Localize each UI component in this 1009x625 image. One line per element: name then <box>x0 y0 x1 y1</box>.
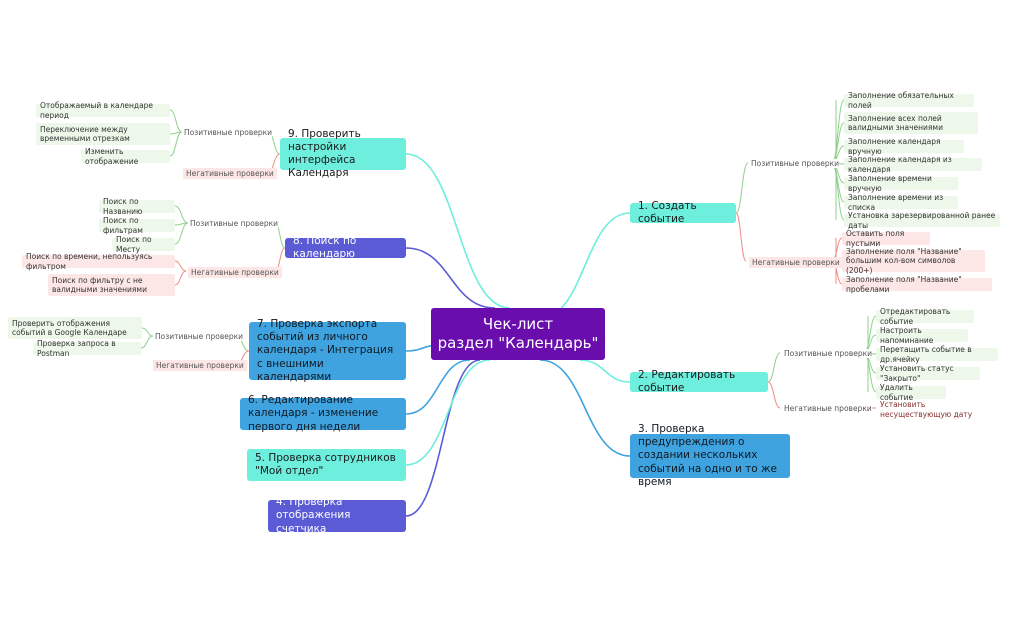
b1-negative-label: Негативные проверки <box>749 257 843 268</box>
b2-pos-leaf-3: Перетащить событие в др.ячейку <box>876 345 998 364</box>
b8-pos-leaf-3: Поиск по Месту <box>112 235 175 254</box>
branch-9-title: 9. Проверить настройки интерфейса Календ… <box>288 127 361 180</box>
b1-neg-leaf-1: Оставить поля пустыми <box>842 229 930 248</box>
branch-4-title: 4. Проверка отображения счетчика <box>276 496 351 535</box>
b1-pos-leaf-1: Заполнение обязательных полей <box>844 91 974 110</box>
b9-positive-label: Позитивные проверки <box>184 128 273 137</box>
b9-pos-leaf-2: Переключение между временными отрезкам <box>36 123 170 145</box>
branch-7-export-integration[interactable]: 7. Проверка экспорта событий из личного … <box>249 318 406 383</box>
b1-pos-leaf-3: Заполнение календаря вручную <box>844 137 964 156</box>
b2-pos-leaf-5: Удалить событие <box>876 383 946 402</box>
b1-neg-leaf-2: Заполнение поля "Название" большим кол-в… <box>842 247 985 275</box>
root-title-line2: раздел "Календарь" <box>437 334 599 352</box>
b8-positive-label: Позитивные проверки <box>190 219 279 228</box>
root-node[interactable]: Чек-лист раздел "Календарь" <box>431 308 605 360</box>
branch-7-title: 7. Проверка экспорта событий из личного … <box>257 318 394 383</box>
connector-9 <box>405 153 511 309</box>
b2-neg-leaf-1: Установить несуществующую дату <box>876 400 1002 419</box>
connector-35 <box>141 327 154 337</box>
branch-6-week-start[interactable]: 6. Редактирование календаря - изменение … <box>240 394 406 433</box>
connector-41 <box>174 222 189 245</box>
branch-2-title: 2. Редактировать событие <box>638 368 736 394</box>
b8-neg-leaf-1: Поиск по времени, непользуясь фильтром <box>22 252 175 271</box>
b1-positive-label: Позитивные проверки <box>751 159 840 168</box>
connector-10 <box>735 162 749 214</box>
b7-negative-label: Негативные проверки <box>153 360 247 371</box>
connector-25 <box>767 381 781 409</box>
branch-5-my-department[interactable]: 5. Проверка сотрудников "Мой отдел" <box>247 449 406 481</box>
b7-pos-leaf-2: Проверка запроса в Postman <box>33 339 141 358</box>
b1-pos-leaf-6: Заполнение времени из списка <box>844 193 958 212</box>
branch-6-title: 6. Редактирование календаря - изменение … <box>248 394 379 433</box>
connector-2 <box>579 359 631 383</box>
connector-43 <box>174 270 187 286</box>
b9-negative-label: Негативные проверки <box>183 168 277 179</box>
connector-1 <box>539 212 631 319</box>
b9-pos-leaf-3: Изменить отображение <box>81 147 170 166</box>
b9-pos-leaf-1: Отображаемый в календаре период <box>36 101 170 120</box>
connector-39 <box>174 205 189 224</box>
branch-3-overlap-warning[interactable]: 3. Проверка предупреждения о создании не… <box>630 423 790 488</box>
b1-pos-leaf-2: Заполнение всех полей валидными значения… <box>844 112 978 134</box>
b8-pos-leaf-2: Поиск по фильтрам <box>99 216 175 235</box>
b8-pos-leaf-1: Поиск по Названию <box>99 197 175 216</box>
root-title-line1: Чек-лист <box>482 314 554 333</box>
b7-pos-leaf-1: Проверить отображения событий в Google К… <box>8 317 142 339</box>
connector-46 <box>169 109 183 133</box>
connector-8 <box>405 247 496 309</box>
branch-5-title: 5. Проверка сотрудников "Мой отдел" <box>255 451 396 477</box>
b1-pos-leaf-4: Заполнение календаря из календаря <box>844 155 982 174</box>
b2-pos-leaf-2: Настроить напоминание <box>876 326 968 345</box>
branch-2-edit-event[interactable]: 2. Редактировать событие <box>630 368 768 394</box>
branch-3-title: 3. Проверка предупреждения о создании не… <box>638 423 777 488</box>
connector-36 <box>140 335 154 349</box>
connector-42 <box>174 260 187 272</box>
connector-48 <box>169 131 183 157</box>
b1-pos-leaf-5: Заполнение времени вручную <box>844 174 958 193</box>
connector-11 <box>735 212 747 262</box>
b8-neg-leaf-2: Поиск по фильтру с не валидными значения… <box>48 274 175 296</box>
branch-4-counter-display[interactable]: 4. Проверка отображения счетчика <box>268 496 406 535</box>
branch-8-title: 8. Поиск по календарю <box>293 234 357 260</box>
branch-9-interface-settings[interactable]: 9. Проверить настройки интерфейса Календ… <box>280 128 406 179</box>
b1-pos-leaf-7: Установка зарезервированной ранее даты <box>844 211 1000 230</box>
branch-1-create-event[interactable]: 1. Создать событие <box>630 199 736 225</box>
b2-negative-label: Негативные проверки <box>784 404 872 413</box>
branch-8-calendar-search[interactable]: 8. Поиск по календарю <box>285 234 406 260</box>
b1-neg-leaf-3: Заполнение поля "Название" пробелами <box>842 275 992 294</box>
b2-pos-leaf-1: Отредактировать событие <box>876 307 974 326</box>
connector-6 <box>405 359 471 415</box>
connector-4 <box>405 359 481 517</box>
b2-pos-leaf-4: Установить статус "Закрыто" <box>876 364 980 383</box>
connector-24 <box>767 352 781 383</box>
b8-negative-label: Негативные проверки <box>188 267 282 278</box>
b7-positive-label: Позитивные проверки <box>155 332 244 341</box>
b2-positive-label: Позитивные проверки <box>784 349 873 358</box>
connector-3 <box>539 359 631 457</box>
branch-1-title: 1. Создать событие <box>638 199 697 225</box>
connector-5 <box>405 359 491 466</box>
connector-27 <box>863 315 877 354</box>
